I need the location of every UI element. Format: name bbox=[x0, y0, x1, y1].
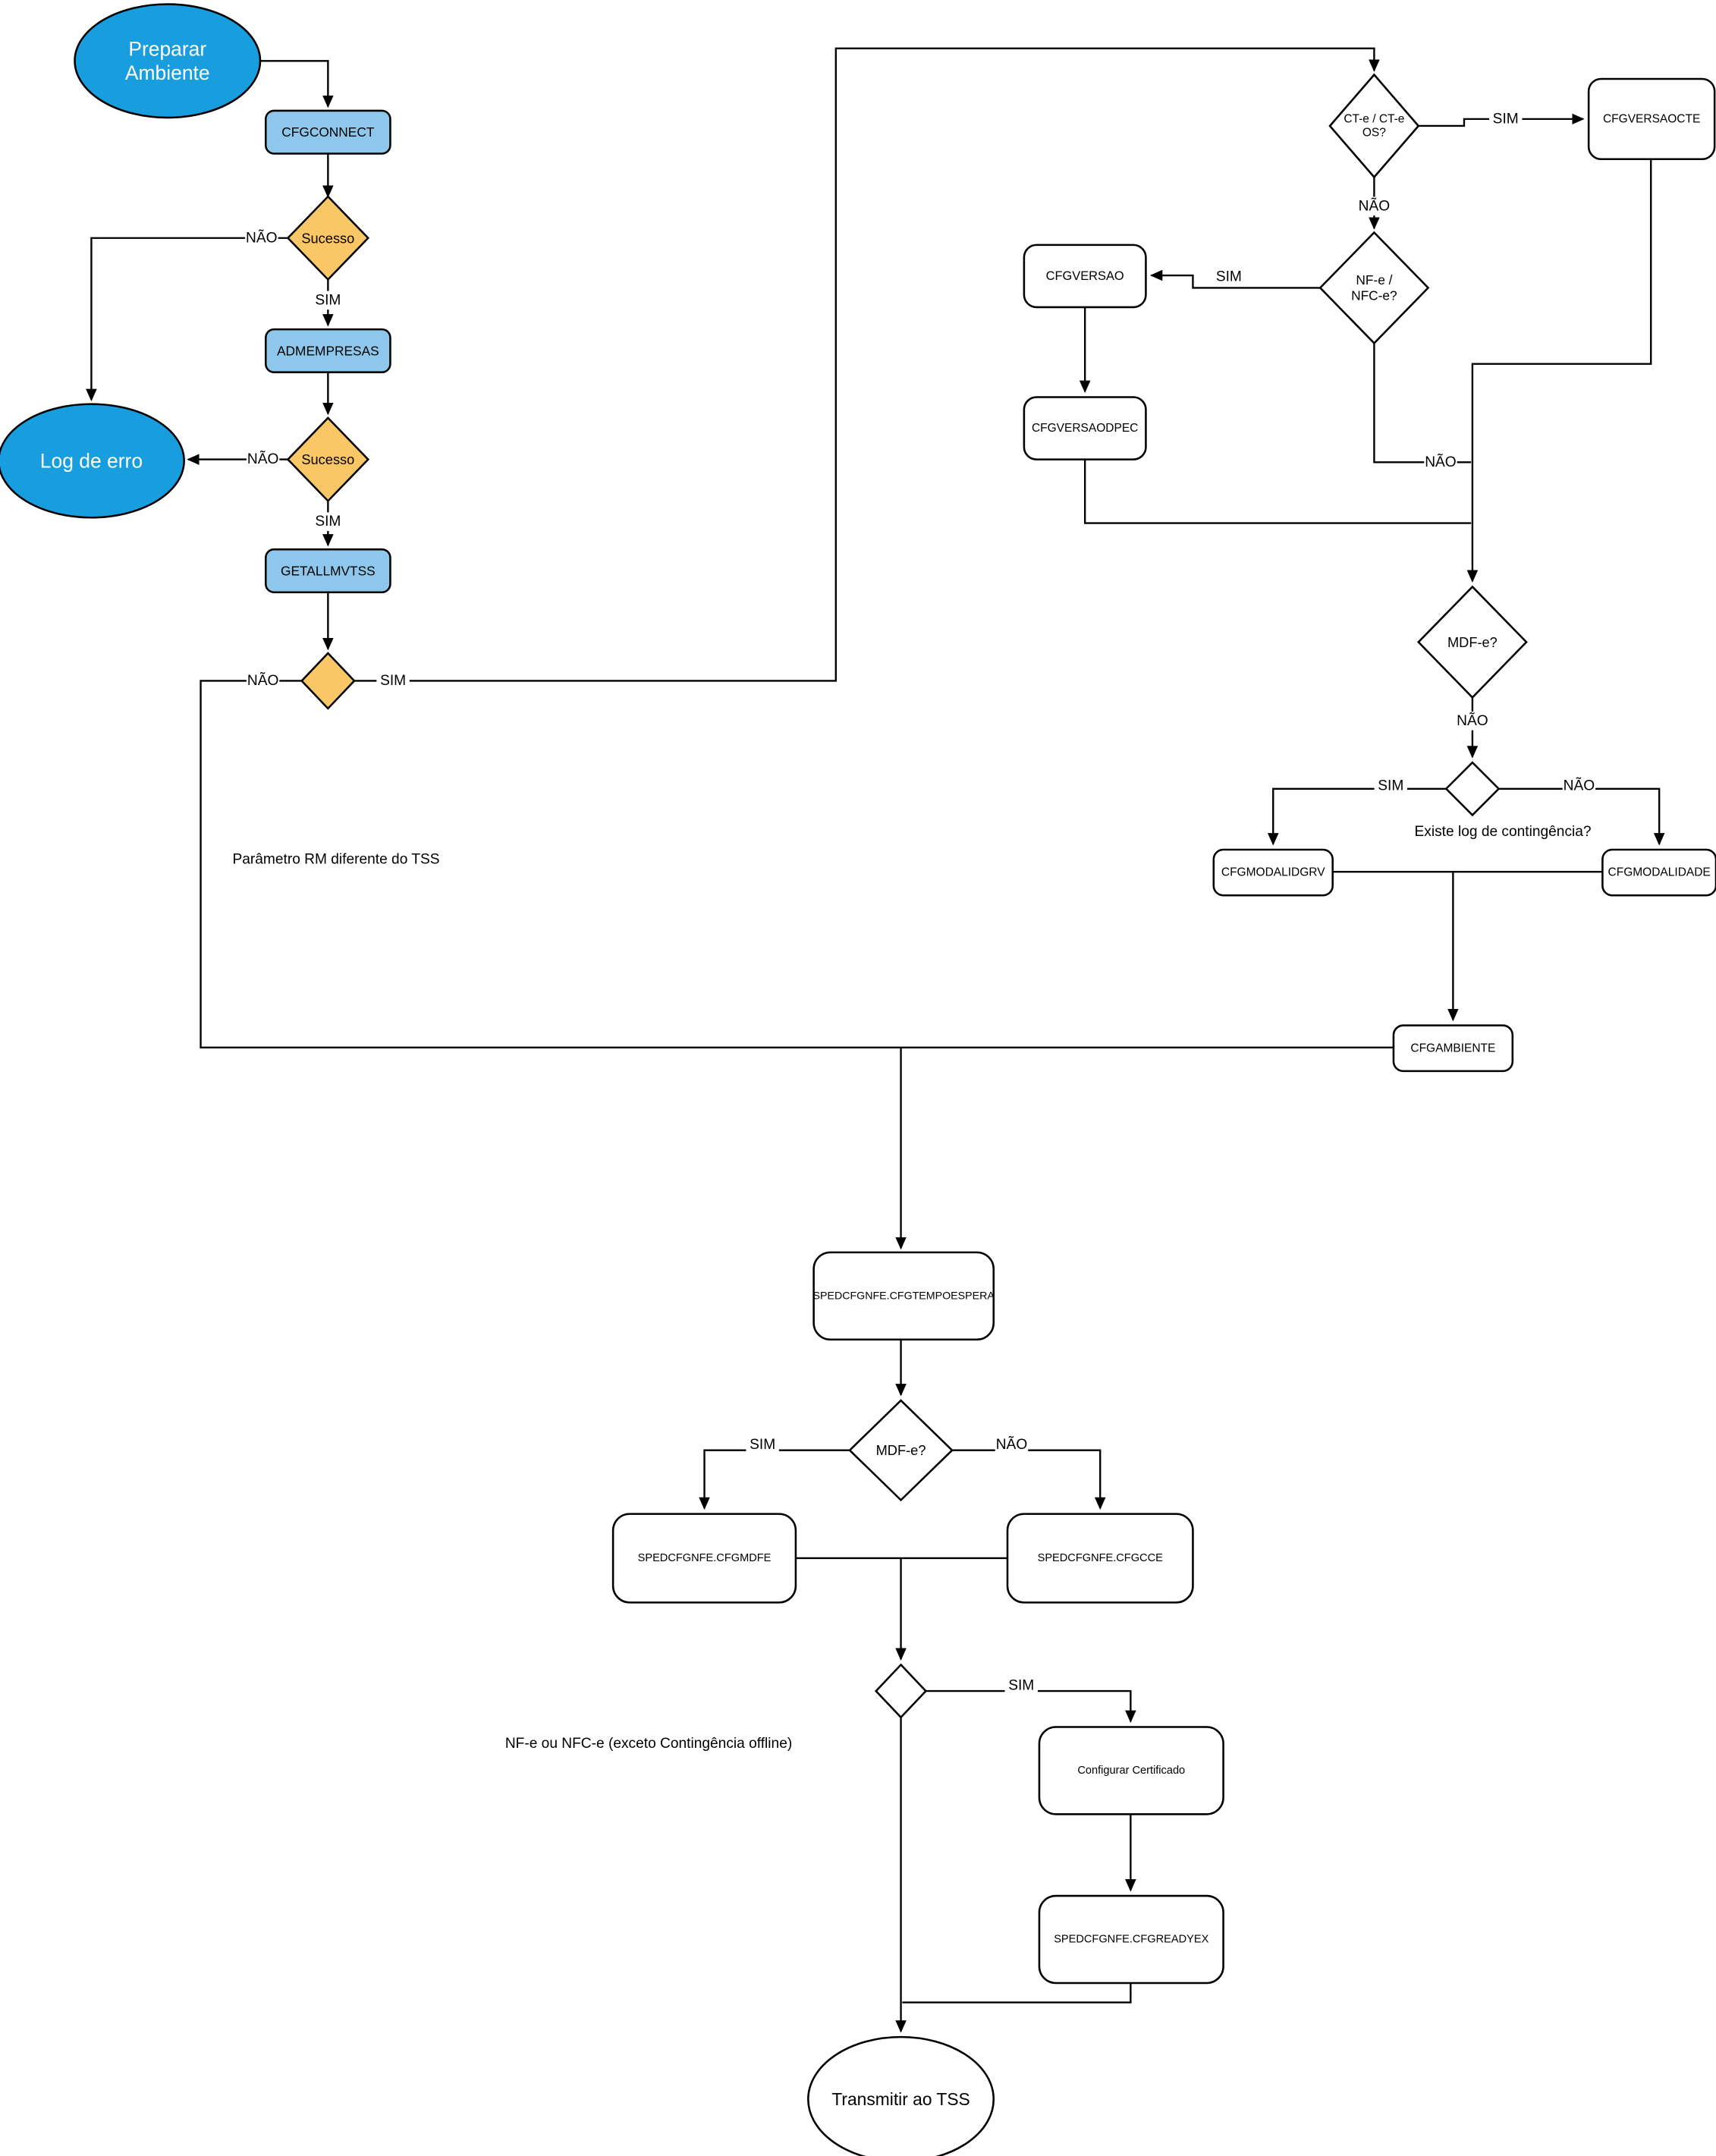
process-cfgversao bbox=[1023, 244, 1147, 309]
edge-cfgversaodpec-down-join bbox=[1083, 459, 1472, 524]
note-nfe-nfce-exceto: NF-e ou NFC-e (exceto Contingência offli… bbox=[505, 1736, 792, 1752]
label-nao-cte-bg bbox=[1357, 196, 1391, 216]
process-cfgmodalidade-label: CFGMODALIDADE bbox=[1608, 866, 1711, 879]
process-cfgversaodpec-label: CFGVERSAODPEC bbox=[1032, 422, 1138, 435]
label-sim-contingencia: SIM bbox=[1378, 778, 1403, 794]
label-sim-2: SIM bbox=[315, 514, 341, 530]
edge-nfe-nao-join bbox=[1373, 343, 1472, 464]
label-sim-d4: SIM bbox=[1008, 1677, 1034, 1693]
edge-mdfe2-sim-to-cfgmdfe bbox=[699, 1449, 850, 1510]
end-log-de-erro-label: Log de erro bbox=[40, 449, 143, 472]
decision-mdfe-2 bbox=[848, 1399, 954, 1502]
label-sim-2-bg bbox=[311, 512, 345, 532]
edge-mdfe2-nao-to-cfgcce bbox=[952, 1449, 1106, 1510]
end-transmitir-ao-tss bbox=[807, 2035, 995, 2156]
process-cfgmdfe bbox=[611, 1513, 797, 1604]
process-cfgreadyex bbox=[1038, 1894, 1224, 1985]
process-admempresas bbox=[264, 328, 391, 373]
note-existe-log-contingencia: Existe log de contingência? bbox=[1415, 824, 1592, 840]
process-getallmvtss bbox=[264, 548, 391, 594]
decision-sucesso-2-label: Sucesso bbox=[301, 451, 354, 467]
process-cfgtempoespera bbox=[812, 1251, 995, 1341]
process-cfgtempoespera-label: SPEDCFGNFE.CFGTEMPOESPERA bbox=[813, 1290, 995, 1302]
label-nao-cte: NÃO bbox=[1359, 197, 1390, 214]
decision-sucesso-2 bbox=[286, 416, 370, 503]
label-sim-1-bg bbox=[311, 291, 345, 310]
edge-cfgversaocte-down-join bbox=[1466, 159, 1652, 583]
edge-cte-sim-to-cfgversaocte bbox=[1418, 113, 1585, 127]
label-nao-mdfe1-bg bbox=[1456, 712, 1489, 731]
process-cfgversaocte-label: CFGVERSAOCTE bbox=[1603, 112, 1700, 125]
edge-nfe-sim-to-cfgversao bbox=[1149, 269, 1321, 289]
decision-mdfe-1-label: MDF-e? bbox=[1447, 634, 1498, 650]
label-nao-3: NÃO bbox=[247, 672, 278, 689]
label-sim-1: SIM bbox=[315, 292, 341, 308]
edge-contingencia-nao-to-cfgmodalidade bbox=[1498, 787, 1665, 846]
label-nao-mdfe2-bg bbox=[995, 1435, 1029, 1454]
label-nao-3-bg bbox=[246, 671, 280, 690]
process-cfgmdfe-label: SPEDCFGNFE.CFGMDFE bbox=[638, 1552, 772, 1564]
decision-nfe-nfce-label: NF-e /NFC-e? bbox=[1351, 272, 1397, 303]
process-cfgmodalidgrv bbox=[1212, 848, 1334, 897]
decision-cte-cte-os bbox=[1328, 73, 1420, 179]
process-configurar-certificado bbox=[1038, 1726, 1224, 1815]
process-cfgcce-label: SPEDCFGNFE.CFGCCE bbox=[1038, 1552, 1164, 1564]
label-nao-1: NÃO bbox=[246, 229, 277, 246]
process-configurar-certificado-label: Configurar Certificado bbox=[1077, 1765, 1185, 1777]
start-preparar-ambiente bbox=[74, 3, 262, 119]
process-getallmvtss-label: GETALLMVTSS bbox=[281, 563, 376, 578]
note-parametro-rm: Parâmetro RM diferente do TSS bbox=[232, 851, 439, 867]
label-sim-nfe: SIM bbox=[1216, 269, 1242, 284]
label-nao-2: NÃO bbox=[247, 451, 278, 467]
label-nao-contingencia-bg bbox=[1562, 776, 1596, 796]
process-cfgversaocte bbox=[1587, 77, 1716, 161]
edge-d4-sim-to-certificado bbox=[926, 1689, 1136, 1724]
edge-decision-sim-to-cte bbox=[354, 47, 1380, 682]
label-sim-mdfe2: SIM bbox=[750, 1437, 775, 1453]
process-cfgreadyex-label: SPEDCFGNFE.CFGREADYEX bbox=[1054, 1934, 1208, 1946]
label-sim-d4-bg bbox=[1004, 1676, 1038, 1696]
label-nao-nfe: NÃO bbox=[1425, 454, 1456, 470]
process-cfgversao-label: CFGVERSAO bbox=[1046, 269, 1124, 283]
decision-sucesso-1-label: Sucesso bbox=[301, 230, 354, 246]
end-log-de-erro bbox=[0, 403, 185, 519]
edge-cfgreadyex-join bbox=[902, 1982, 1132, 2004]
label-sim-mdfe2-bg bbox=[746, 1435, 779, 1454]
decision-existe-log-contingencia bbox=[1444, 761, 1501, 817]
label-sim-cte: SIM bbox=[1493, 111, 1519, 127]
process-cfgmodalidgrv-label: CFGMODALIDGRV bbox=[1221, 866, 1325, 879]
label-sim-contingencia-bg bbox=[1374, 776, 1407, 796]
label-nao-mdfe2: NÃO bbox=[996, 1436, 1027, 1453]
label-sim-cte-bg bbox=[1488, 109, 1523, 129]
label-sim-3: SIM bbox=[380, 673, 406, 689]
process-admempresas-label: ADMEMPRESAS bbox=[277, 343, 379, 358]
decision-mdfe-2-label: MDF-e? bbox=[876, 1442, 926, 1458]
process-cfgambiente bbox=[1392, 1024, 1514, 1073]
process-cfgcce bbox=[1006, 1513, 1194, 1604]
process-cfgconnect-label: CFGCONNECT bbox=[281, 124, 375, 140]
process-cfgconnect bbox=[264, 109, 391, 155]
label-sim-3-bg bbox=[376, 671, 410, 690]
edge-start-to-cfgconnect bbox=[259, 60, 334, 108]
label-sim-nfe-bg bbox=[1212, 267, 1246, 287]
label-nao-contingencia: NÃO bbox=[1564, 778, 1595, 794]
label-nao-1-bg bbox=[245, 228, 278, 248]
label-nao-2-bg bbox=[246, 450, 280, 469]
decision-mdfe-1 bbox=[1416, 585, 1528, 699]
decision-nfe-nfce bbox=[1318, 231, 1430, 345]
process-cfgversaodpec bbox=[1023, 396, 1147, 460]
decision-nfe-nfce-contingencia bbox=[874, 1663, 928, 1719]
edge-sucesso1-nao-to-logerro bbox=[86, 237, 288, 401]
end-transmitir-ao-tss-label: Transmitir ao TSS bbox=[831, 2089, 970, 2109]
label-nao-mdfe1: NÃO bbox=[1457, 712, 1488, 729]
decision-parametro-rm bbox=[300, 652, 356, 710]
process-cfgambiente-label: CFGAMBIENTE bbox=[1410, 1042, 1495, 1054]
label-nao-nfe-bg bbox=[1424, 452, 1457, 472]
decision-sucesso-1 bbox=[286, 195, 370, 281]
